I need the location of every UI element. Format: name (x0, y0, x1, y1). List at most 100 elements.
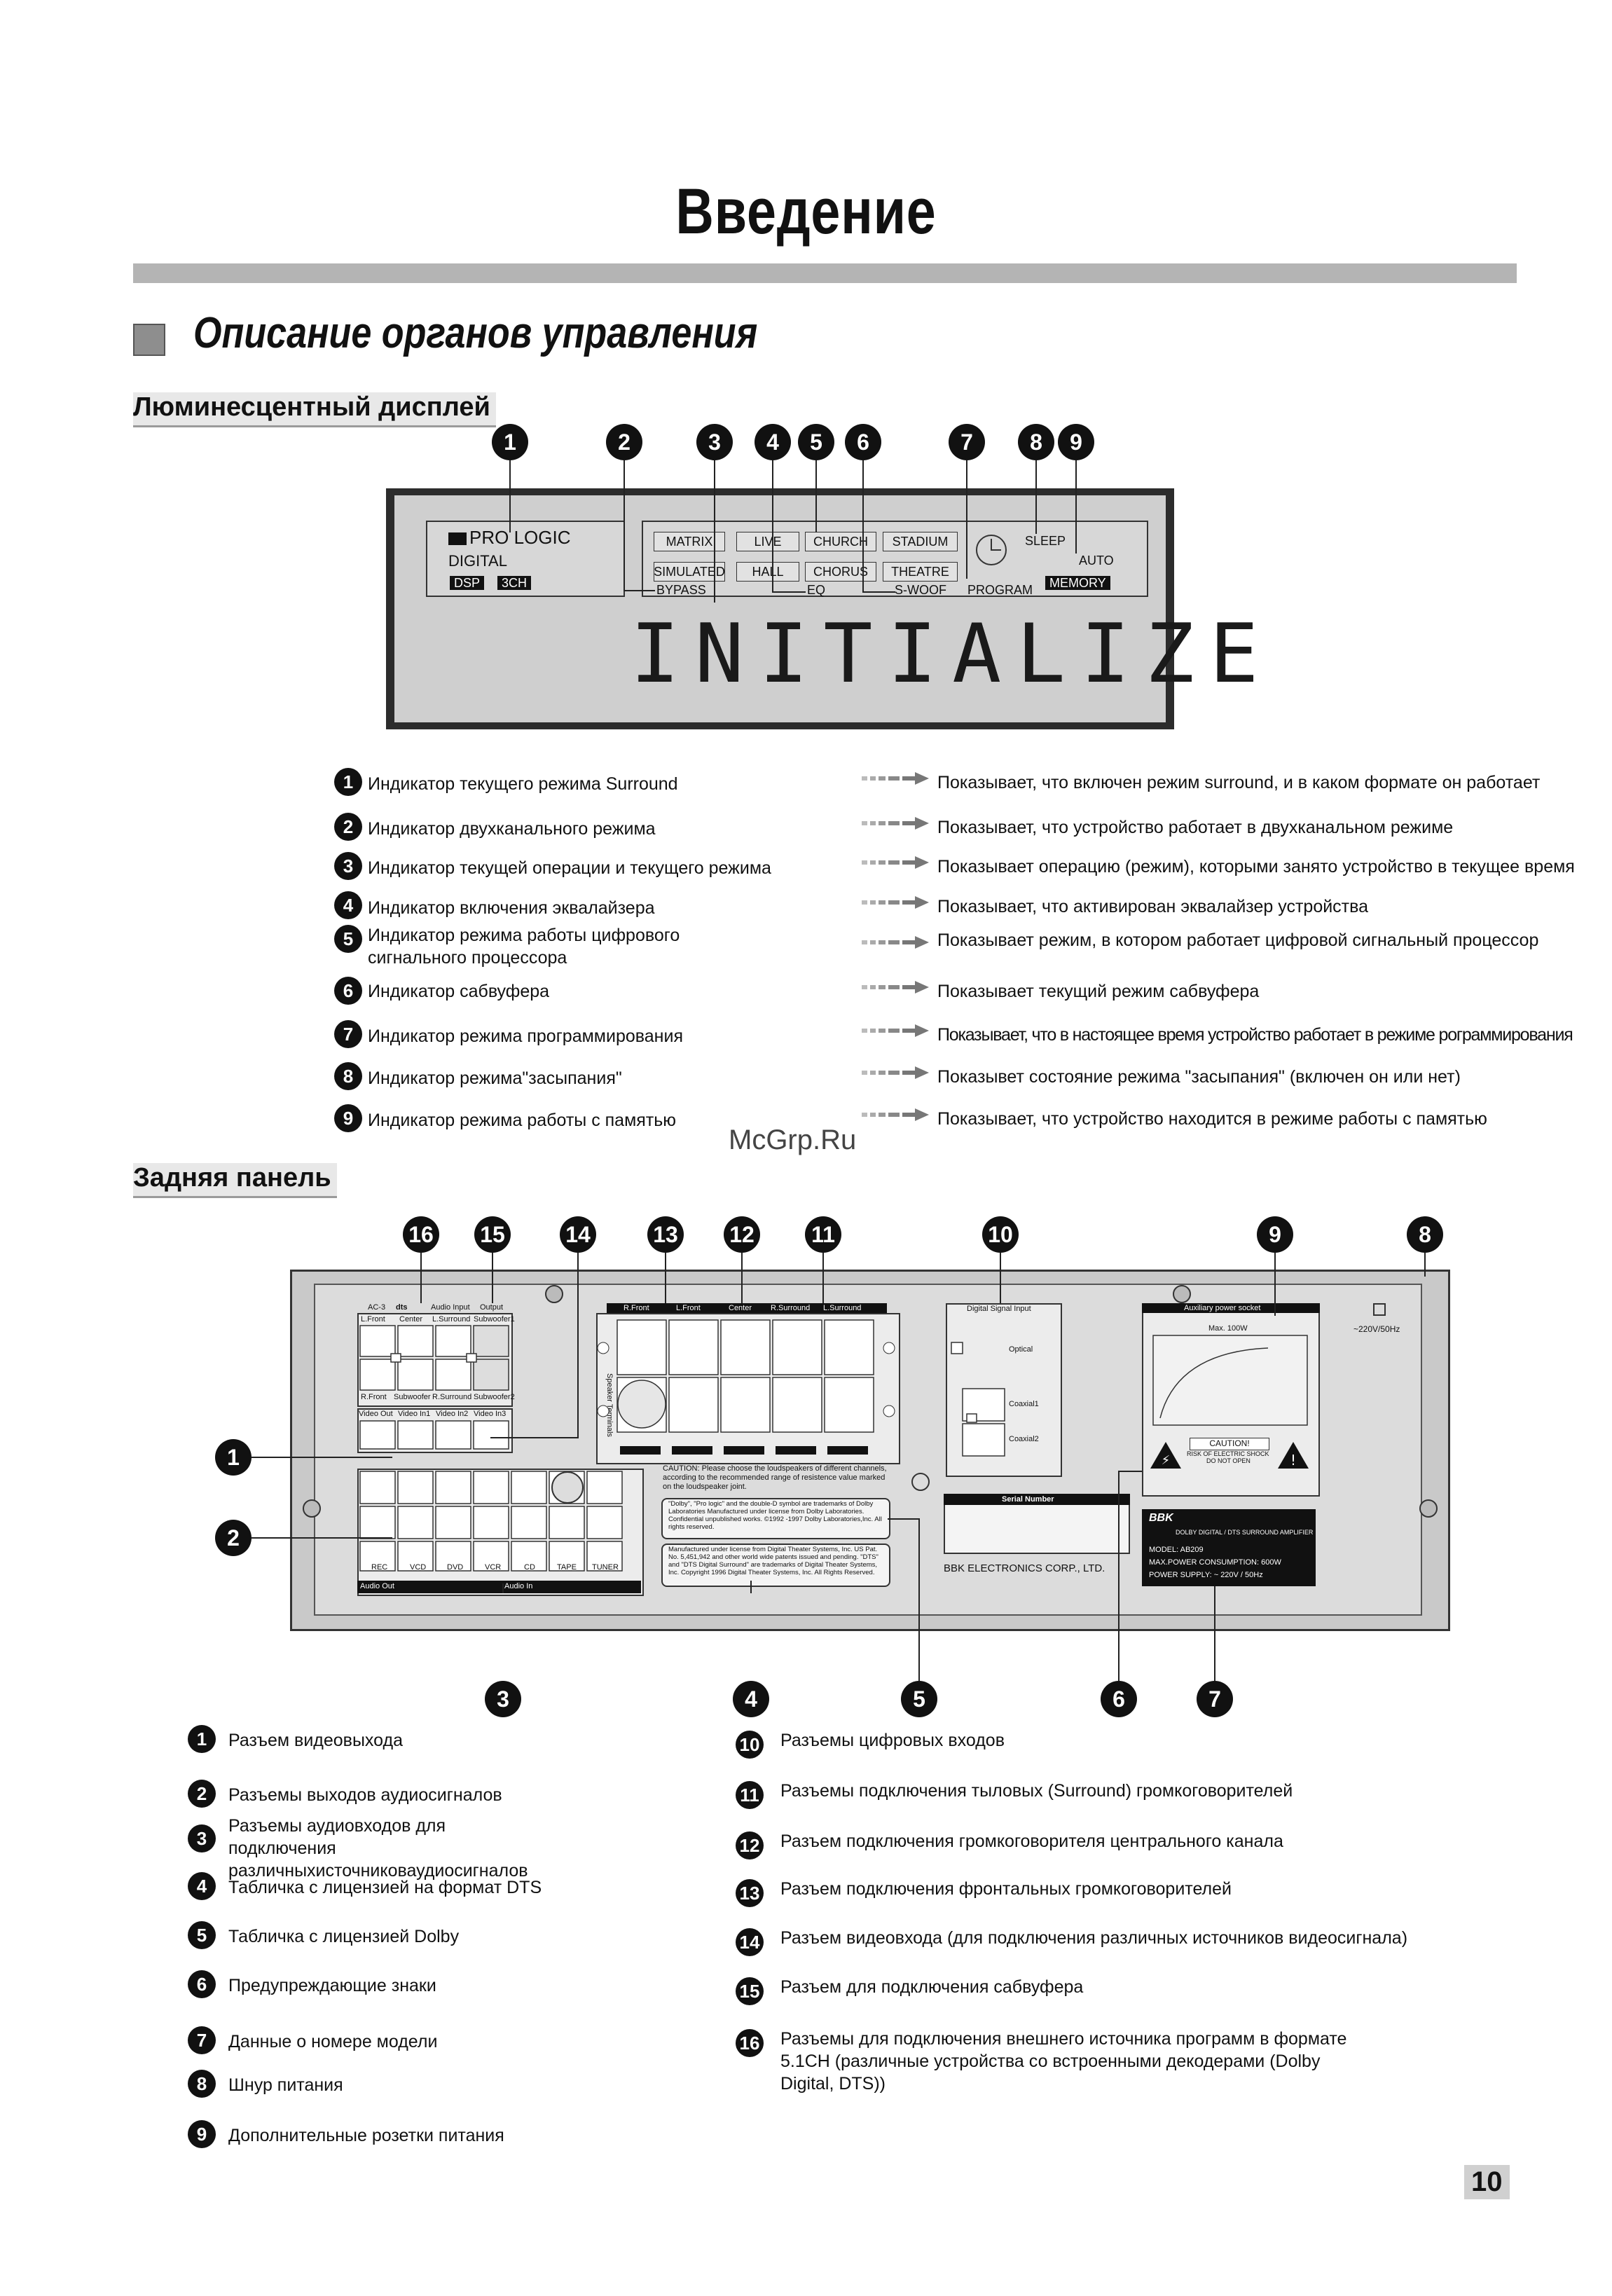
item-text: Разъем видеовхода (для подключения разли… (780, 1928, 1408, 1948)
ground-screw (911, 1473, 930, 1491)
optical-label: Optical (1009, 1345, 1033, 1354)
item-description: Показывает, что включен режим surround, … (937, 773, 1541, 792)
callout-16: 16 (403, 1216, 439, 1253)
item-text: Разъемы подключения тыловых (Surround) г… (780, 1781, 1293, 1801)
item-description: Показывает, что активирован эквалайзер у… (937, 897, 1369, 916)
speaker-channel-label: R.Surround (771, 1304, 811, 1312)
audio-label: CD (524, 1563, 535, 1572)
callout-9: 9 (1058, 424, 1094, 460)
risk-label: RISK OF ELECTRIC SHOCK (1187, 1450, 1269, 1457)
model-desc: DOLBY DIGITAL / DTS SURROUND AMPLIFIER (1176, 1529, 1314, 1536)
speaker-header-bar (607, 1303, 887, 1313)
sleep-label: SLEEP (1025, 534, 1066, 548)
channel-label: R.Surround (432, 1393, 472, 1401)
speaker-caution-text: CAUTION: Please choose the loudspeakers … (663, 1464, 887, 1491)
speaker-terminals[interactable] (596, 1313, 899, 1463)
svg-text:!: ! (1290, 1452, 1296, 1469)
callout-7: 7 (949, 424, 985, 460)
item-name: Индикатор режима программирования (368, 1026, 683, 1046)
item-number: 16 (736, 2029, 764, 2057)
aux-socket-outlet[interactable] (1149, 1331, 1310, 1429)
audio-label: TUNER (592, 1563, 619, 1572)
item-text: Табличка с лицензией на формат DTS (228, 1878, 542, 1897)
title-divider (133, 263, 1517, 283)
item-number: 2 (334, 813, 362, 841)
digital-label: DIGITAL (448, 552, 507, 570)
audio-label: DVD (447, 1563, 464, 1572)
digital-input-jacks[interactable] (946, 1303, 1061, 1475)
item-name: Индикатор текущего режима Surround (368, 774, 678, 794)
arrow-icons (862, 772, 929, 1121)
power-cord-icon (1373, 1303, 1386, 1316)
channel-label: Subwoofer2 (474, 1393, 515, 1401)
item-description: Показывает, что в настоящее время устрой… (937, 1025, 1573, 1045)
audio-jacks[interactable] (357, 1469, 641, 1574)
5-1ch-jacks[interactable] (357, 1324, 511, 1393)
item-description: Показывает, что устройство находится в р… (937, 1109, 1487, 1129)
item-text: Разъем подключения фронтальных громкогов… (780, 1879, 1232, 1899)
brand-logo: BBK (1149, 1512, 1173, 1524)
memory-label: MEMORY (1045, 576, 1110, 591)
item-text: Разъемы для подключения внешнего источни… (780, 2029, 1347, 2094)
callout-3: 3 (485, 1681, 521, 1717)
dts-license-text: Manufactured under license from Digital … (668, 1546, 879, 1576)
speaker-channel-label: R.Front (624, 1304, 649, 1312)
rear-leader-lines (252, 1253, 1426, 1681)
item-name: Индикатор режима работы с памятью (368, 1111, 677, 1130)
item-number: 9 (188, 2120, 216, 2148)
callout-13: 13 (647, 1216, 684, 1253)
program-label: PROGRAM (967, 583, 1033, 597)
caution-label: CAUTION! (1190, 1438, 1269, 1450)
callout-12: 12 (724, 1216, 760, 1253)
speaker-channel-label: L.Front (676, 1304, 701, 1312)
page-title: Введение (675, 176, 937, 247)
simulated-indicator: SIMULATED (654, 562, 725, 582)
audio-label: REC (371, 1563, 388, 1572)
item-text: Разъемы аудиовходов для подключения разл… (228, 1816, 528, 1881)
item-description: Показывает текущий режим сабвуфера (937, 982, 1260, 1001)
item-text: Данные о номере модели (228, 2032, 438, 2051)
item-text: Разъемы цифровых входов (780, 1731, 1005, 1750)
page-number: 10 (1464, 2165, 1510, 2199)
screw-icon (545, 1285, 563, 1303)
channel-label: L.Surround (432, 1315, 471, 1324)
callout-10: 10 (982, 1216, 1019, 1253)
max-power-label: Max. 100W (1208, 1324, 1248, 1333)
item-number: 15 (736, 1977, 764, 2005)
item-description: Показывает режим, в котором работает циф… (937, 930, 1539, 950)
output-label: Output (480, 1303, 504, 1312)
item-number: 12 (736, 1831, 764, 1860)
item-number: 4 (334, 891, 362, 919)
svg-text:⚡: ⚡ (1162, 1453, 1171, 1468)
do-not-open-label: DO NOT OPEN (1206, 1457, 1251, 1464)
callout-14: 14 (560, 1216, 596, 1253)
coaxial1-label: Coaxial1 (1009, 1400, 1039, 1408)
item-number: 2 (188, 1780, 216, 1808)
dsp-label: DSP (450, 576, 485, 591)
channel-label: R.Front (361, 1393, 387, 1401)
section-heading: Описание органов управления (193, 309, 758, 357)
item-name: Индикатор текущей операции и текущего ре… (368, 858, 771, 878)
digital-input-label: Digital Signal Input (967, 1305, 1031, 1313)
item-number: 10 (736, 1731, 764, 1759)
theatre-indicator: THEATRE (883, 562, 958, 582)
video-jacks[interactable] (357, 1419, 511, 1450)
item-text: Шнур питания (228, 2075, 343, 2095)
max-consumption-label: MAX.POWER CONSUMPTION: 600W (1149, 1558, 1281, 1567)
item-number: 14 (736, 1928, 764, 1956)
coaxial2-label: Coaxial2 (1009, 1435, 1039, 1443)
screw-icon (1419, 1499, 1438, 1518)
audio-label: VCR (485, 1563, 502, 1572)
speaker-channel-label: Center (729, 1304, 752, 1312)
video-in1-label: Video In1 (398, 1410, 431, 1418)
item-number: 8 (188, 2070, 216, 2098)
audio-in-label: Audio In (504, 1582, 533, 1590)
callout-4: 4 (755, 424, 791, 460)
item-number: 13 (736, 1879, 764, 1907)
dts-logo: dts (396, 1303, 408, 1312)
stadium-indicator: STADIUM (883, 532, 958, 551)
rear-subheading: Задняя панель (133, 1163, 337, 1198)
chorus-indicator: CHORUS (805, 562, 876, 582)
item-number: 8 (334, 1062, 362, 1090)
swoof-label: S-WOOF (895, 583, 946, 597)
